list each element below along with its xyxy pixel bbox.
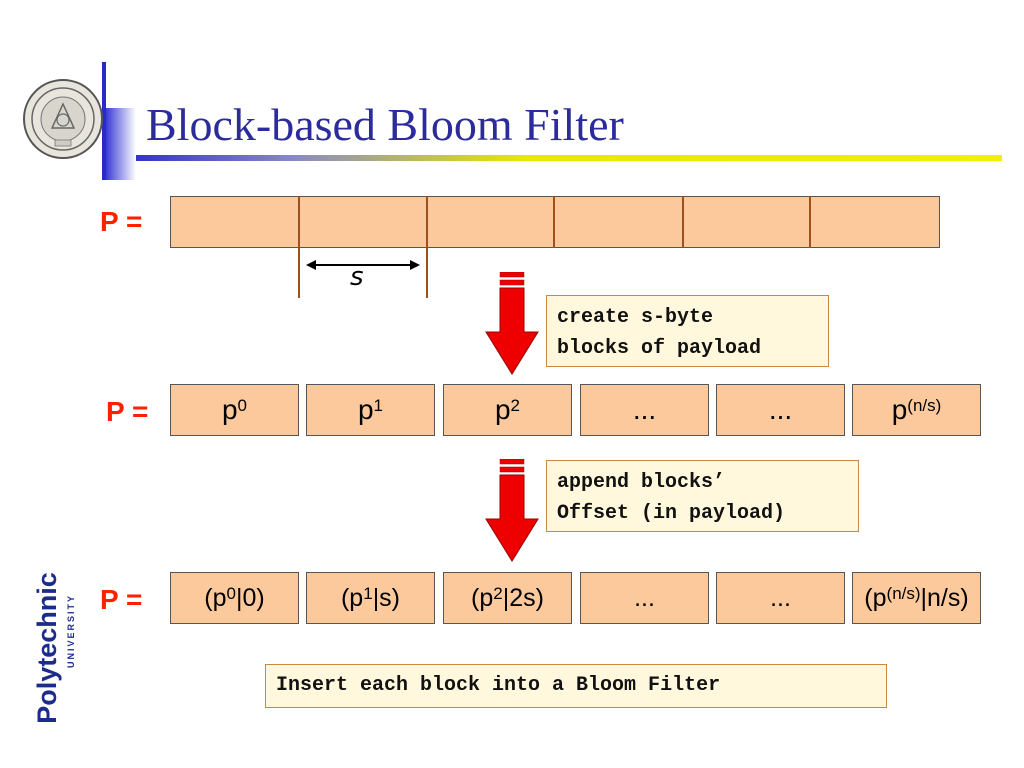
span-label: s xyxy=(350,262,364,292)
university-seal-icon xyxy=(23,79,103,159)
block-base: ... xyxy=(768,394,793,425)
block-superscript: 1 xyxy=(373,396,384,415)
block-superscript: 2 xyxy=(510,396,521,415)
block-offset: |2s) xyxy=(502,583,544,612)
block-base: (p xyxy=(471,583,494,612)
block-base: p xyxy=(891,394,908,425)
block-base: p xyxy=(357,394,374,425)
logo-subtitle: UNIVERSITY xyxy=(66,594,76,669)
row3-label: P = xyxy=(100,584,143,615)
offset-block-3: ... xyxy=(580,572,709,624)
block-base: (p xyxy=(864,583,887,612)
offset-block-5: (p(n/s)|n/s) xyxy=(852,572,981,624)
block-5: p(n/s) xyxy=(852,384,981,436)
offset-block-4: ... xyxy=(716,572,845,624)
block-4: ... xyxy=(716,384,845,436)
callout-line: create s-byte xyxy=(557,306,714,329)
payload-divider xyxy=(298,196,300,298)
header-underline xyxy=(136,155,1002,161)
header-vertical-bar xyxy=(102,62,106,180)
payload-divider xyxy=(682,196,684,248)
block-base: p xyxy=(494,394,511,425)
block-base: ... xyxy=(634,583,655,612)
block-superscript: 0 xyxy=(237,396,248,415)
down-arrow-icon xyxy=(485,459,539,562)
block-offset: |n/s) xyxy=(920,583,969,612)
logo-word: Polytechnic xyxy=(32,572,62,724)
span-double-arrow-icon xyxy=(306,260,420,270)
block-superscript: 0 xyxy=(226,584,236,603)
block-offset: |0) xyxy=(235,583,265,612)
callout-line: append blocks’ xyxy=(557,471,726,494)
block-offset: |s) xyxy=(372,583,401,612)
block-base: ... xyxy=(632,394,657,425)
block-superscript: (n/s) xyxy=(886,584,921,603)
slide-title: Block-based Bloom Filter xyxy=(146,99,624,150)
polytechnic-logo: Polytechnic UNIVERSITY xyxy=(0,560,76,752)
callout-line: blocks of payload xyxy=(557,337,762,360)
payload-divider xyxy=(809,196,811,248)
row1-label: P = xyxy=(100,206,143,237)
block-superscript: 1 xyxy=(363,584,373,603)
down-arrow-icon xyxy=(485,272,539,375)
block-base: p xyxy=(221,394,238,425)
row2-label: P = xyxy=(106,396,149,427)
callout-insert-bloom: Insert each block into a Bloom Filter xyxy=(265,664,887,708)
block-3: ... xyxy=(580,384,709,436)
block-superscript: 2 xyxy=(493,584,503,603)
block-base: (p xyxy=(204,583,227,612)
callout-line: Offset (in payload) xyxy=(557,502,786,525)
payload-bar xyxy=(170,196,940,248)
payload-divider xyxy=(553,196,555,248)
callout-append-offset: append blocks’ Offset (in payload) xyxy=(546,460,859,532)
header-gradient-block xyxy=(106,108,136,180)
callout-create-blocks: create s-byte blocks of payload xyxy=(546,295,829,367)
payload-divider xyxy=(426,196,428,298)
block-base: ... xyxy=(770,583,791,612)
block-base: (p xyxy=(340,583,364,612)
block-superscript: (n/s) xyxy=(907,396,942,415)
